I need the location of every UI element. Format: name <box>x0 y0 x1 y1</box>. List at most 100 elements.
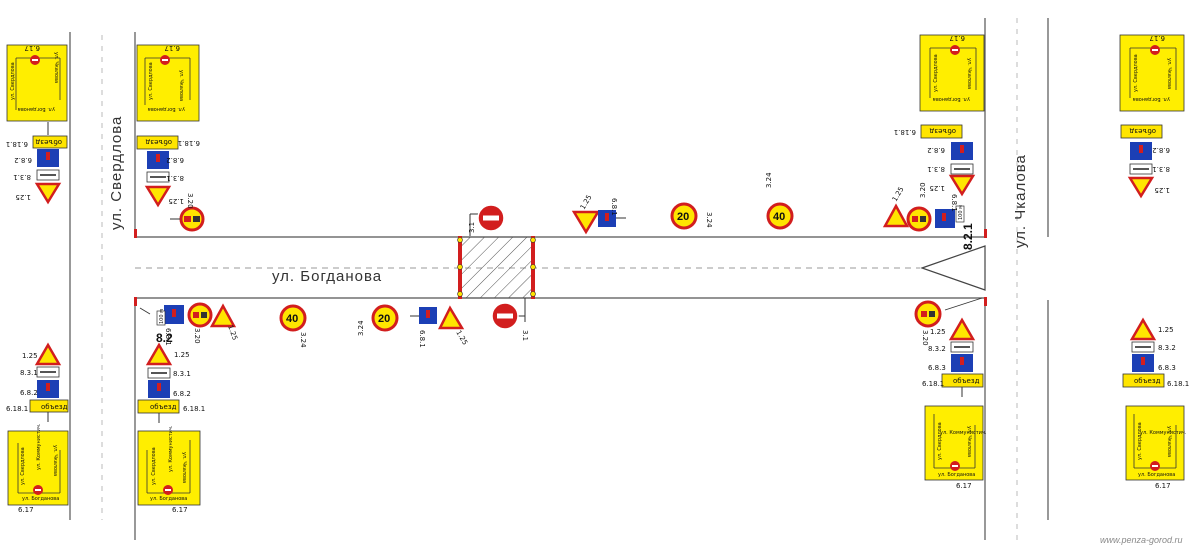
svg-text:1.25: 1.25 <box>168 197 184 205</box>
svg-text:ул. Свердлова: ул. Свердлова <box>937 422 943 460</box>
detour-board-left-inner-bottom: ул. Свердлова ул. Чкалова ул. Коммунисти… <box>137 425 201 514</box>
svg-text:3.1: 3.1 <box>521 330 529 341</box>
svg-text:3.24: 3.24 <box>299 332 307 348</box>
detour-board-right-inner-top: ул. Свердлова ул. Чкалова ул. Богданова … <box>919 34 985 112</box>
svg-text:ул. Коммунистич.: ул. Коммунистич. <box>36 423 42 470</box>
roadworks-sign-top: 1.25 6.8.1 <box>571 193 626 235</box>
roadworks-sign-bottom: 1.25 6.8.1 <box>410 305 469 348</box>
svg-text:объезд: объезд <box>929 127 956 135</box>
svg-text:8.2: 8.2 <box>156 331 173 345</box>
svg-text:ул. Свердлова: ул. Свердлова <box>933 54 939 92</box>
left-top-corner-signs: 3.20 <box>170 193 205 232</box>
svg-text:объезд: объезд <box>35 138 62 146</box>
svg-text:6.18.1: 6.18.1 <box>922 380 944 388</box>
left-outer-bottom-post: 1.25 8.3.1 6.8.2 объезд 6.18.1 <box>6 342 69 422</box>
svg-text:6.17: 6.17 <box>164 44 180 52</box>
svg-text:1.25: 1.25 <box>22 352 38 360</box>
right-inner-top-post: объезд 6.18.1 6.8.2 8.3.1 1.25 <box>894 124 976 197</box>
svg-text:1.25: 1.25 <box>930 328 946 336</box>
svg-text:6.8.1: 6.8.1 <box>164 328 172 346</box>
left-bottom-corner-signs: 100 м 8.2 6.8.1 3.20 1.25 <box>139 302 239 346</box>
svg-text:8.3.1: 8.3.1 <box>1152 165 1170 173</box>
svg-text:6.18.1: 6.18.1 <box>6 140 28 148</box>
svg-text:объезд: объезд <box>953 377 980 385</box>
svg-text:ул. Чкалова: ул. Чкалова <box>1166 426 1172 457</box>
svg-text:1.25: 1.25 <box>929 184 945 192</box>
detour-board-left-outer-bottom: ул. Свердлова ул. Чкалова ул. Коммунисти… <box>7 423 69 514</box>
svg-text:объезд: объезд <box>41 403 68 411</box>
svg-text:6.8.1: 6.8.1 <box>610 198 618 216</box>
svg-text:6.17: 6.17 <box>1149 34 1165 42</box>
svg-text:ул. Свердлова: ул. Свердлова <box>1137 422 1143 460</box>
svg-text:ул. Свердлова: ул. Свердлова <box>1133 54 1139 92</box>
svg-text:1.25: 1.25 <box>174 351 190 359</box>
svg-text:ул. Богданова: ул. Богданова <box>938 472 975 478</box>
svg-text:8.3.2: 8.3.2 <box>928 345 946 353</box>
svg-text:объезд: объезд <box>150 403 177 411</box>
svg-text:ул. Свердлова: ул. Свердлова <box>20 447 26 485</box>
svg-text:1.25: 1.25 <box>15 193 31 201</box>
svg-text:6.8.3: 6.8.3 <box>1158 364 1176 372</box>
right-outer-bottom-post: 1.25 8.3.2 6.8.3 объезд 6.18.1 <box>1122 317 1189 388</box>
svg-text:20: 20 <box>378 313 390 325</box>
end-barriers <box>134 229 987 306</box>
speed-sign-20-bottom: 20 3.24 <box>357 304 399 336</box>
svg-text:1.25: 1.25 <box>891 185 906 203</box>
svg-text:6.8.2: 6.8.2 <box>1152 146 1170 154</box>
svg-text:3.20: 3.20 <box>919 182 927 198</box>
svg-text:ул. Чкалова: ул. Чкалова <box>178 70 184 101</box>
svg-text:8.2.1: 8.2.1 <box>961 223 975 250</box>
svg-text:3.1: 3.1 <box>468 222 476 233</box>
svg-text:1.25: 1.25 <box>1158 326 1174 334</box>
right-inner-bottom-post: 1.25 8.3.2 6.8.3 объезд 6.18.1 <box>922 317 984 397</box>
svg-text:6.17: 6.17 <box>956 482 972 490</box>
svg-text:3.24: 3.24 <box>765 172 773 188</box>
svg-text:ул. Богданова: ул. Богданова <box>1138 472 1175 478</box>
svg-text:40: 40 <box>773 211 785 223</box>
svg-text:8.3.1: 8.3.1 <box>927 165 945 173</box>
svg-text:6.17: 6.17 <box>24 44 40 52</box>
svg-text:ул. Чкалова: ул. Чкалова <box>966 426 972 457</box>
detour-board-left-inner-top: ул. Свердлова ул. Чкалова ул. Богданова … <box>136 44 200 122</box>
street-label-sverdlova: ул. Свердлова <box>108 116 125 230</box>
svg-text:8.3.1: 8.3.1 <box>13 173 31 181</box>
street-label-chkalova: ул. Чкалова <box>1012 154 1029 248</box>
svg-text:6.8.2: 6.8.2 <box>173 390 191 398</box>
svg-text:ул. Чкалова: ул. Чкалова <box>52 445 58 476</box>
left-inner-bottom-post: 1.25 8.3.1 6.8.2 объезд 6.18.1 <box>137 342 205 423</box>
svg-text:100 м: 100 м <box>159 309 165 324</box>
road-edges <box>69 18 1049 540</box>
left-outer-top-post: объезд 6.18.1 6.8.2 8.3.1 1.25 <box>6 122 68 205</box>
svg-text:6.8.2: 6.8.2 <box>14 156 32 164</box>
svg-text:6.17: 6.17 <box>172 506 188 514</box>
svg-text:ул. Богданова: ул. Богданова <box>18 106 55 112</box>
svg-text:ул. Свердлова: ул. Свердлова <box>148 62 154 100</box>
speed-sign-40-bottom: 40 3.24 <box>279 304 307 348</box>
no-entry-sign-bottom: 3.1 <box>491 302 529 341</box>
svg-text:6.8.2: 6.8.2 <box>20 389 38 397</box>
svg-text:ул. Коммунистич.: ул. Коммунистич. <box>168 425 174 472</box>
svg-text:6.8.2: 6.8.2 <box>927 146 945 154</box>
svg-text:8.3.1: 8.3.1 <box>20 369 38 377</box>
svg-text:3.24: 3.24 <box>705 212 713 228</box>
svg-text:ул. Коммунистич.: ул. Коммунистич. <box>940 430 987 436</box>
svg-text:1.25: 1.25 <box>454 329 469 347</box>
svg-text:ул. Богданова: ул. Богданова <box>22 496 59 502</box>
svg-text:ул. Чкалова: ул. Чкалова <box>966 58 972 89</box>
svg-text:6.8.1: 6.8.1 <box>418 330 426 348</box>
svg-text:6.17: 6.17 <box>1155 482 1171 490</box>
svg-text:8.3.2: 8.3.2 <box>1158 344 1176 352</box>
svg-text:ул. Богданова: ул. Богданова <box>1133 96 1170 102</box>
svg-text:6.8.2: 6.8.2 <box>166 156 184 164</box>
svg-text:3.24: 3.24 <box>357 320 365 336</box>
svg-text:6.8.3: 6.8.3 <box>928 364 946 372</box>
watermark: www.penza-gorod.ru <box>1100 535 1183 545</box>
svg-text:ул. Чкалова: ул. Чкалова <box>53 52 59 83</box>
svg-text:6.18.1: 6.18.1 <box>183 405 205 413</box>
right-top-corner-signs: 1.25 3.20 100 м 6.8.1 8.2.1 <box>882 182 975 250</box>
svg-text:20: 20 <box>677 211 689 223</box>
svg-text:ул. Чкалова: ул. Чкалова <box>181 452 187 483</box>
left-inner-top-post: объезд 6.18.1 6.8.2 8.3.1 1.25 <box>136 135 200 208</box>
